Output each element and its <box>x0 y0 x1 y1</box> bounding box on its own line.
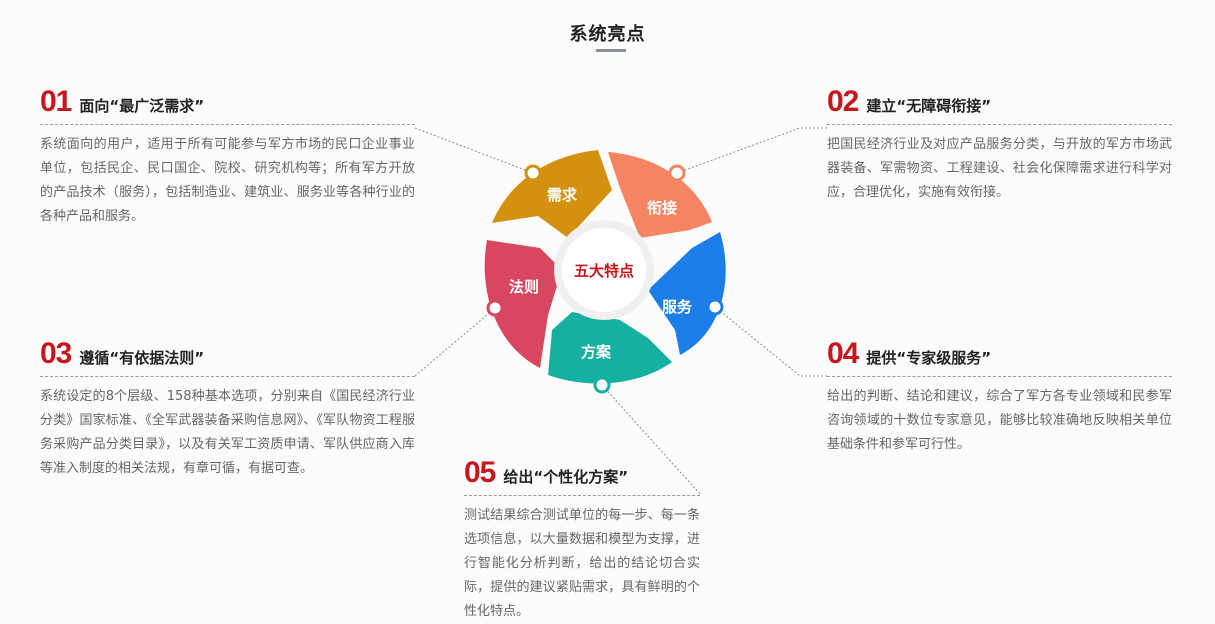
segment-demand <box>492 150 612 238</box>
segment-label-service: 服务 <box>662 298 693 316</box>
connector-dots <box>486 164 724 394</box>
feature-number: 02 <box>827 85 859 118</box>
dot-plan <box>593 376 611 394</box>
segment-service <box>648 232 726 355</box>
feature-number: 05 <box>464 456 496 489</box>
feature-heading: 01 面向“最广泛需求” <box>40 86 415 118</box>
title-underline <box>596 49 626 52</box>
feature-title: 面向“最广泛需求” <box>79 97 205 115</box>
feature-number: 01 <box>40 85 72 118</box>
feature-description: 系统设定的8个层级、158种基本选项，分别来自《国民经济行业分类》国家标准、《全… <box>40 389 415 476</box>
center-label: 五大特点 <box>574 262 634 280</box>
feature-5: 05 给出“个性化方案” 测试结果综合测试单位的每一步、每一条选项信息，以大量数… <box>464 457 700 624</box>
feature-4: 04 提供“专家级服务” 给出的判断、结论和建议，综合了军方各专业领域和民参军咨… <box>827 338 1172 457</box>
feature-heading: 02 建立“无障碍衔接” <box>827 86 1172 118</box>
feature-heading: 04 提供“专家级服务” <box>827 338 1172 370</box>
feature-title: 遵循“有依据法则” <box>79 349 205 367</box>
feature-divider <box>40 124 415 125</box>
feature-description: 给出的判断、结论和建议，综合了军方各专业领域和民参军咨询领域的十数位专家意见，能… <box>827 389 1172 452</box>
feature-description: 系统面向的用户，适用于所有可能参与军方市场的民口企业事业单位，包括民企、民口国企… <box>40 137 415 224</box>
segment-label-rule: 法则 <box>509 278 539 296</box>
segment-label-plan: 方案 <box>581 343 612 361</box>
feature-divider <box>40 376 415 377</box>
page-title: 系统亮点 <box>569 24 646 45</box>
feature-heading: 03 遵循“有依据法则” <box>40 338 415 370</box>
dot-service <box>706 298 724 316</box>
dot-demand <box>524 164 542 182</box>
feature-divider <box>464 495 700 496</box>
segment-connect <box>608 152 712 238</box>
feature-heading: 05 给出“个性化方案” <box>464 457 700 489</box>
feature-divider <box>827 124 1172 125</box>
feature-title: 给出“个性化方案” <box>503 468 629 486</box>
feature-2: 02 建立“无障碍衔接” 把国民经济行业及对应产品服务分类，与开放的军方市场武器… <box>827 86 1172 205</box>
feature-number: 04 <box>827 337 859 370</box>
dot-connect <box>668 164 686 182</box>
feature-3: 03 遵循“有依据法则” 系统设定的8个层级、158种基本选项，分别来自《国民经… <box>40 338 415 481</box>
segment-label-connect: 衔接 <box>647 199 677 217</box>
feature-description: 测试结果综合测试单位的每一步、每一条选项信息，以大量数据和模型为支撑，进行智能化… <box>464 508 700 619</box>
segment-rule <box>484 240 562 368</box>
feature-title: 提供“专家级服务” <box>866 349 992 367</box>
center-circle <box>562 228 646 312</box>
feature-title: 建立“无障碍衔接” <box>866 97 992 115</box>
features-wheel: 五大特点 需求 衔接 服务 方案 法则 <box>414 127 827 495</box>
connector-lines <box>414 127 827 495</box>
feature-number: 03 <box>40 337 72 370</box>
segment-plan <box>548 312 672 384</box>
segment-label-demand: 需求 <box>547 186 578 204</box>
feature-1: 01 面向“最广泛需求” 系统面向的用户，适用于所有可能参与军方市场的民口企业事… <box>40 86 415 229</box>
feature-divider <box>827 376 1172 377</box>
feature-description: 把国民经济行业及对应产品服务分类，与开放的军方市场武器装备、军需物资、工程建设、… <box>827 137 1172 200</box>
dot-rule <box>486 299 504 317</box>
